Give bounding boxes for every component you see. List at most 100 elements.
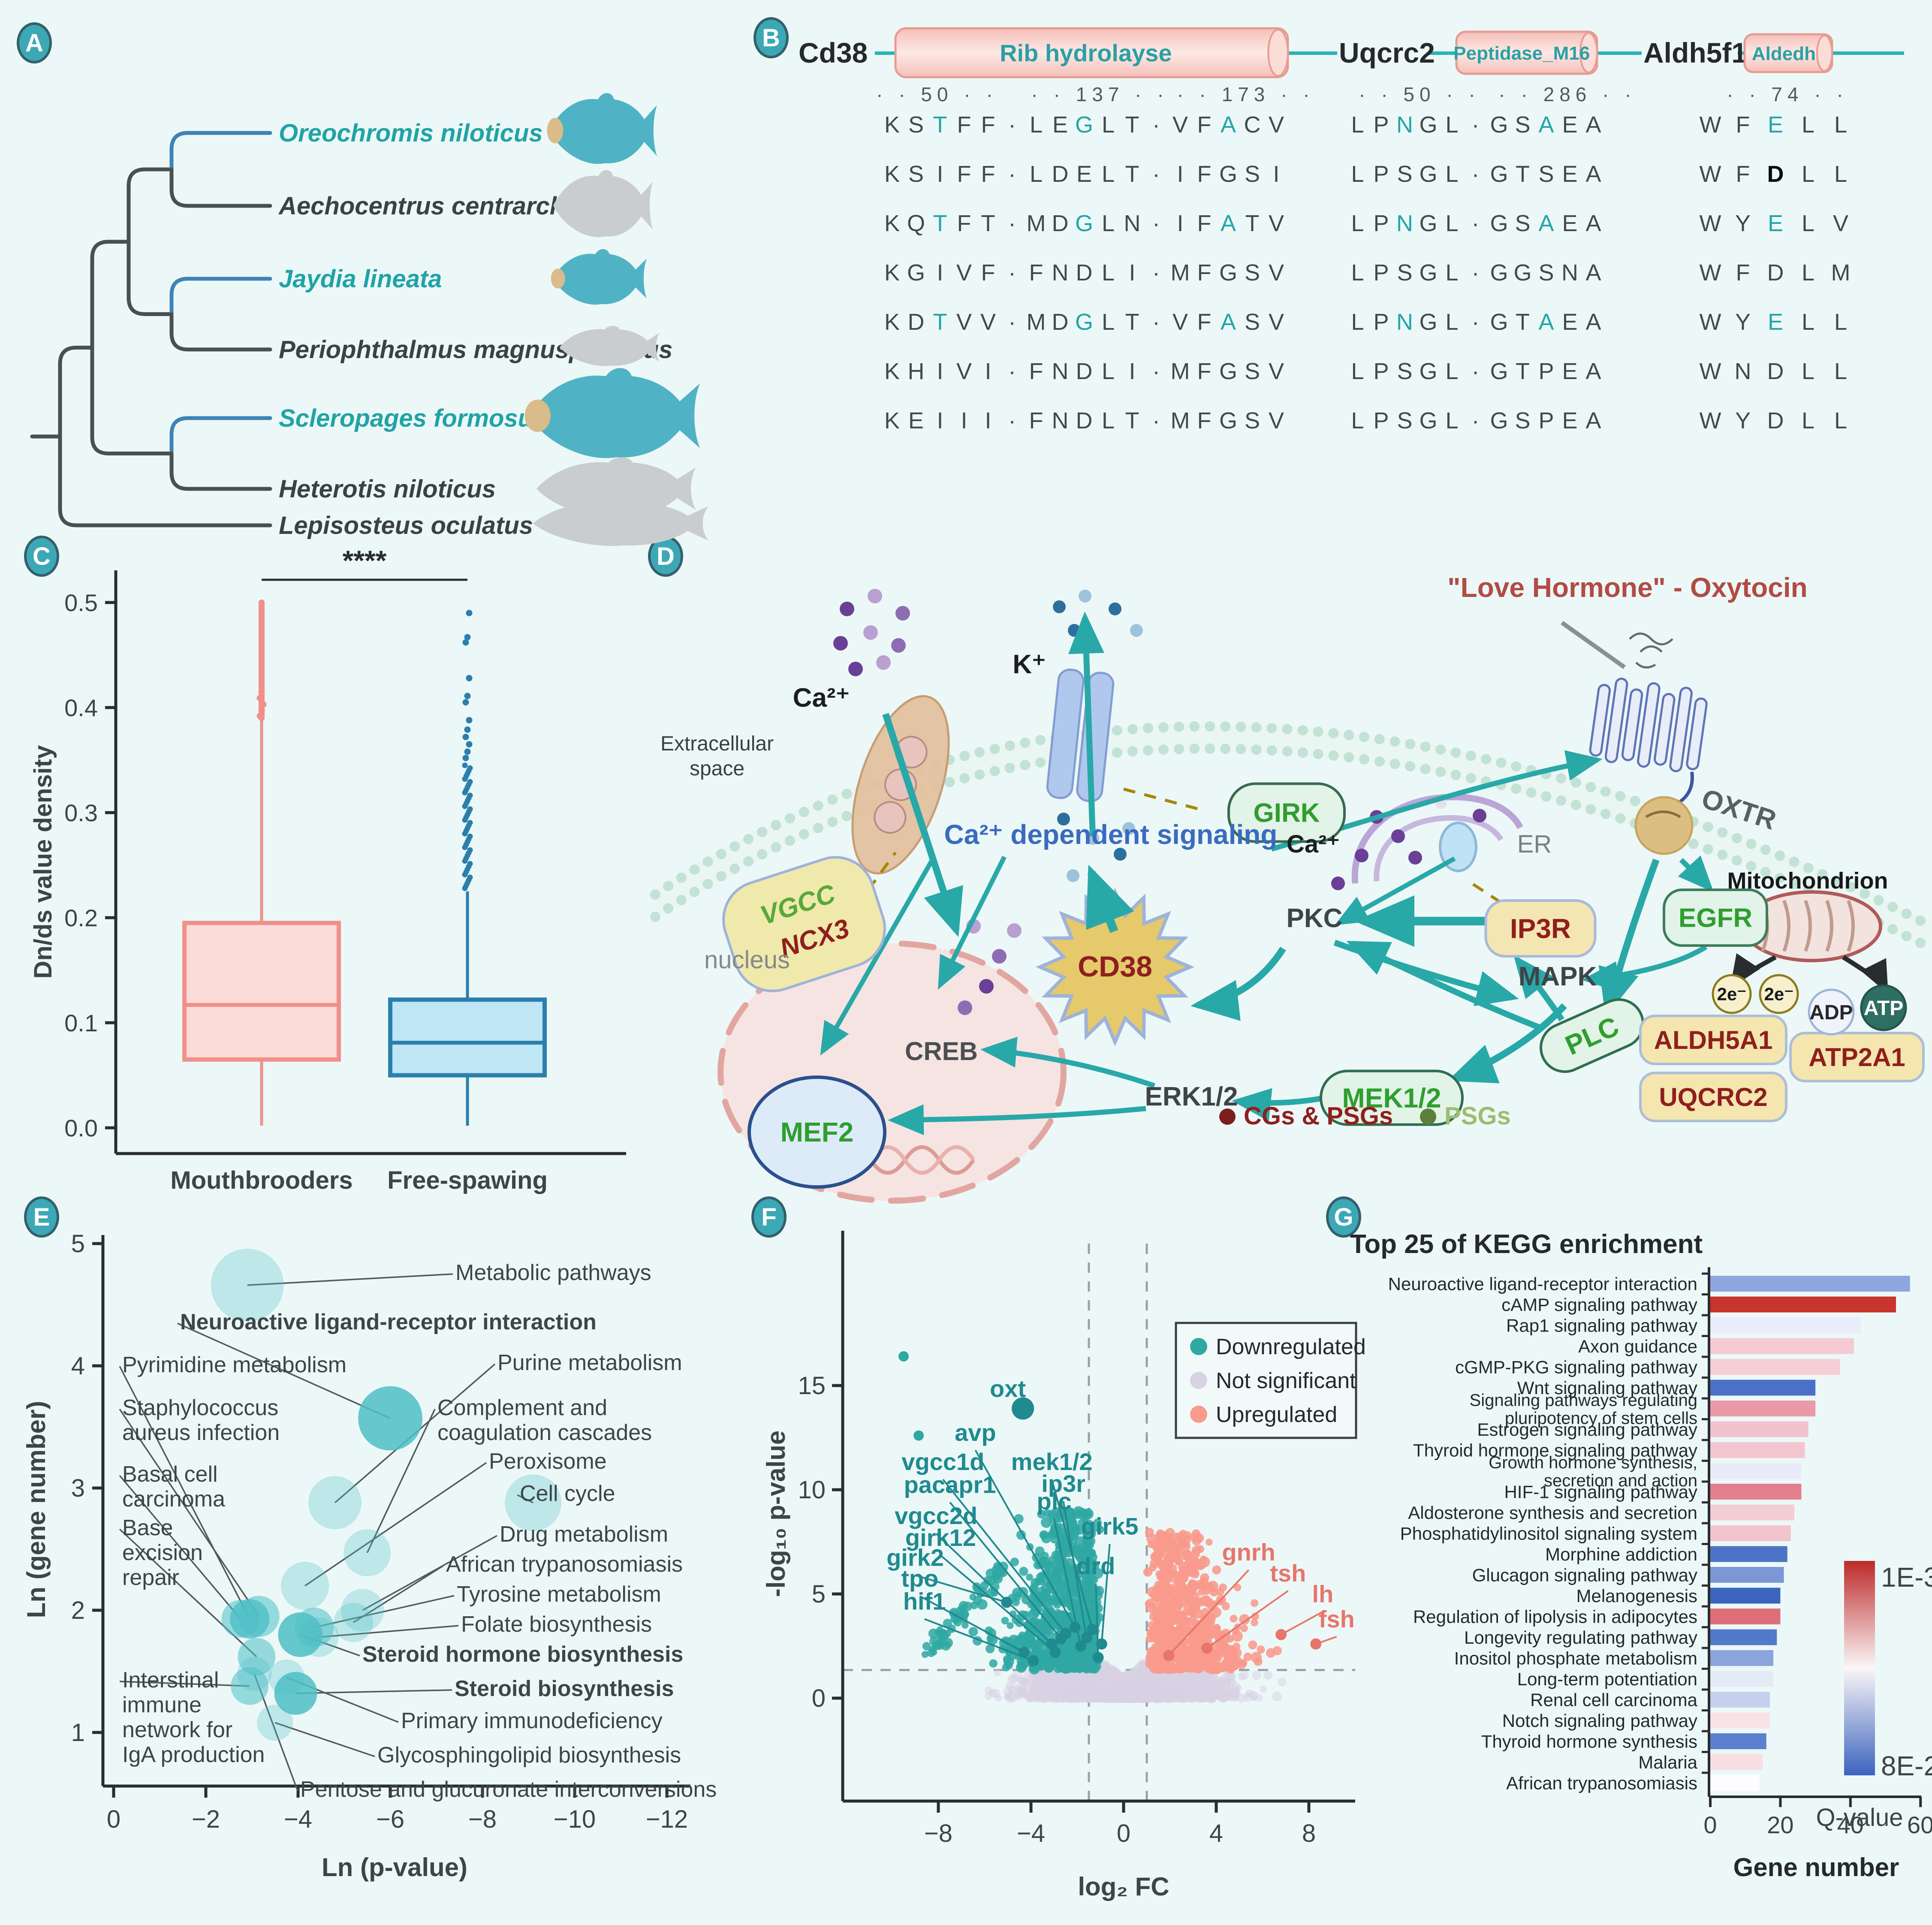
fish-silhouette	[528, 368, 700, 458]
residue: L	[1030, 161, 1043, 187]
data-point	[1243, 1694, 1251, 1702]
data-point	[1041, 1517, 1052, 1528]
bar-label: Aldosterone synthesis and secretion	[1408, 1503, 1697, 1523]
x-tick-label: 20	[1767, 1811, 1793, 1838]
bar-label: Axon guidance	[1578, 1336, 1697, 1356]
mapk: MAPK	[1519, 962, 1597, 991]
data-point	[1191, 1656, 1202, 1668]
bar	[1710, 1609, 1781, 1624]
oxtr-receptor	[1589, 678, 1708, 772]
residue: S	[1245, 309, 1260, 335]
tree-branch	[127, 167, 174, 244]
data-point	[1152, 1602, 1162, 1612]
residue: D	[1052, 309, 1069, 335]
data-point	[1145, 1600, 1152, 1608]
outlier-dot	[466, 610, 473, 616]
data-point	[1232, 1648, 1242, 1658]
data-point	[930, 1648, 937, 1656]
bubble-label: Folate biosynthesis	[461, 1612, 652, 1637]
residue: A	[1585, 260, 1601, 286]
residue: I	[1129, 260, 1135, 286]
bar-label: Glucagon signaling pathway	[1472, 1565, 1697, 1585]
residue: N	[1052, 358, 1069, 384]
calcium-influx-arrow	[882, 713, 963, 937]
pathway-bubble	[257, 1705, 293, 1741]
bar-label: Phosphatidylinositol signaling system	[1400, 1524, 1697, 1544]
pathway-bubble	[505, 1474, 562, 1531]
residue: V	[1269, 211, 1284, 236]
residue: D	[908, 309, 925, 335]
residue: T	[1516, 309, 1530, 335]
residue: P	[1373, 260, 1389, 286]
calcium-ion	[840, 602, 854, 616]
residue: A	[1538, 112, 1554, 138]
residue: M	[1171, 358, 1190, 384]
gene-label: drd	[1076, 1552, 1115, 1579]
calcium-ion	[958, 1000, 972, 1015]
signal-arrow	[980, 1036, 1155, 1088]
residue: F	[1197, 358, 1212, 384]
residue: I	[985, 358, 991, 384]
residue: Y	[1735, 211, 1751, 236]
position-marker: · · 50 · ·	[876, 83, 998, 105]
rect-element	[1639, 1072, 1787, 1122]
outlier-dot	[256, 695, 263, 702]
residue: P	[1373, 358, 1389, 384]
mef2-ellipse	[747, 1075, 886, 1189]
residue: A	[1585, 211, 1601, 236]
bar	[1710, 1546, 1787, 1562]
position-marker: · · 137 · ·	[1031, 83, 1169, 105]
legend-text: Upregulated	[1216, 1402, 1337, 1427]
gene-label: ip3r	[1041, 1470, 1085, 1497]
x-tick-label: −12	[646, 1805, 688, 1833]
residue: F	[957, 211, 971, 236]
x-tick-label: −2	[192, 1805, 220, 1833]
signal-arrow	[1582, 944, 1708, 992]
data-point	[1221, 1684, 1230, 1693]
position-marker: · · 173 · ·	[1177, 83, 1314, 105]
data-point	[1162, 1636, 1173, 1647]
outlier-dot	[260, 701, 267, 708]
species-name: Lepisosteus oculatus	[279, 512, 533, 539]
x-tick-label: 0	[1703, 1811, 1717, 1838]
data-point	[1203, 1623, 1212, 1632]
residue: F	[1197, 161, 1212, 187]
g-protein-line	[1645, 810, 1681, 818]
signal-arrow	[888, 1104, 1146, 1136]
data-point	[1043, 1509, 1052, 1517]
data-point	[987, 1576, 996, 1585]
residue: ·	[1472, 408, 1480, 434]
x-tick-label: 8	[1302, 1820, 1316, 1847]
gene-label: girk2	[886, 1544, 944, 1571]
data-point	[985, 1686, 993, 1694]
bar-label: African trypanosomiasis	[1506, 1773, 1697, 1793]
data-point	[1093, 1518, 1102, 1528]
residue: T	[1516, 161, 1530, 187]
data-point	[1193, 1605, 1200, 1613]
residue: I	[985, 408, 991, 434]
outlier-dot	[462, 762, 468, 768]
legend-text: Not significant	[1216, 1368, 1356, 1393]
leader-line	[119, 1409, 260, 1617]
gene-label: girk12	[905, 1524, 976, 1551]
residue: D	[1052, 161, 1069, 187]
data-point	[1163, 1617, 1173, 1627]
data-point	[1185, 1597, 1192, 1605]
residue: L	[1802, 358, 1814, 384]
data-point	[1076, 1680, 1083, 1687]
residue: A	[1585, 161, 1601, 187]
residue: E	[1768, 211, 1783, 236]
data-point	[1120, 1693, 1127, 1701]
potassium-ion	[1122, 822, 1135, 835]
potassium-ion	[1053, 600, 1066, 613]
x-axis-label: log₂ FC	[1078, 1872, 1169, 1901]
data-point	[1159, 1575, 1170, 1586]
residue: L	[1802, 161, 1814, 187]
bubble-label: repair	[122, 1565, 179, 1590]
bar-label: Thyroid hormone synthesis	[1481, 1732, 1697, 1752]
bar	[1710, 1671, 1774, 1687]
residue: P	[1373, 211, 1389, 236]
data-point	[1165, 1692, 1174, 1701]
